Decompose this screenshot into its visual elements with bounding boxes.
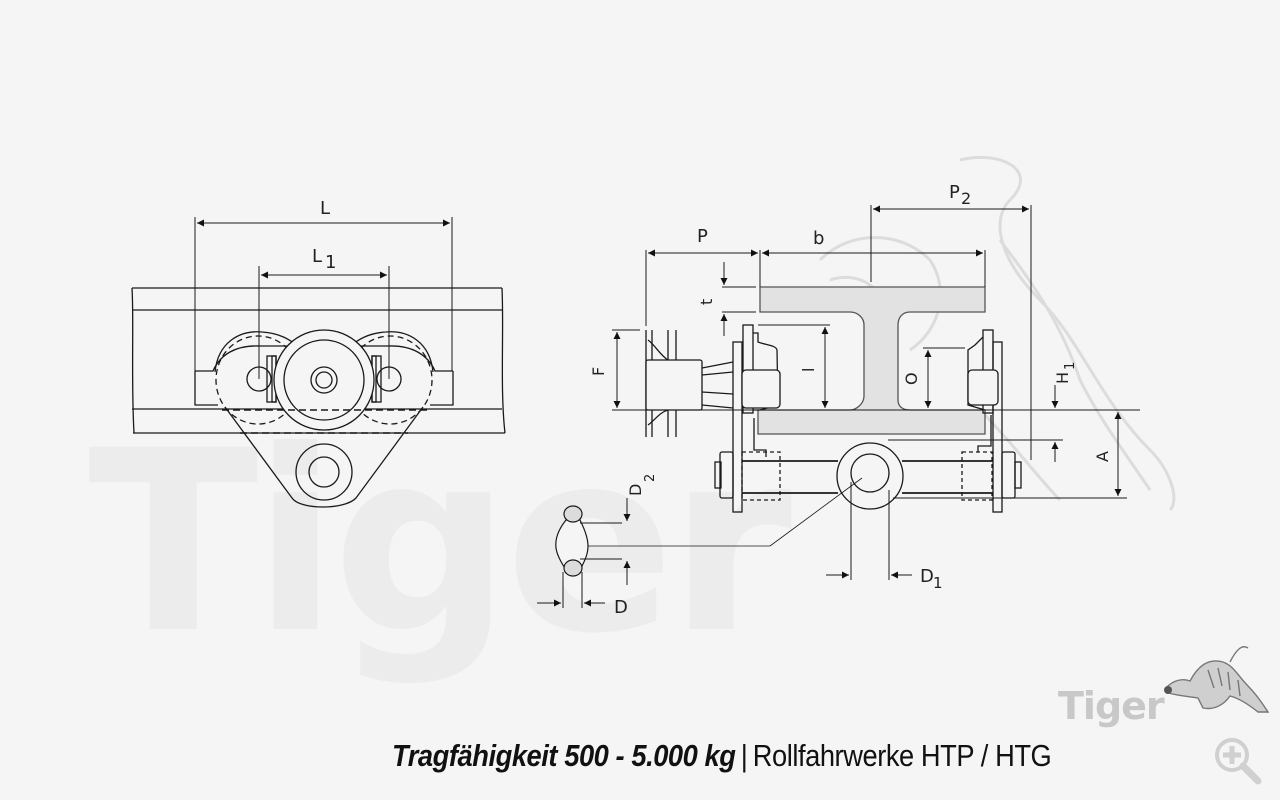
label-D: D bbox=[614, 597, 628, 618]
zoom-in-icon bbox=[1215, 738, 1262, 785]
tiger-watermark-icon bbox=[818, 155, 1176, 512]
caption: Tragfähigkeit 500 - 5.000 kg|Rollfahrwer… bbox=[392, 738, 1052, 774]
label-P2-sub: 2 bbox=[961, 189, 971, 208]
label-D2: D bbox=[626, 484, 645, 496]
label-t: t bbox=[697, 299, 716, 305]
label-D1-sub: 1 bbox=[933, 574, 943, 592]
cross-section-detail bbox=[537, 498, 631, 608]
label-l: l bbox=[799, 368, 818, 372]
label-L1: L bbox=[312, 246, 322, 267]
caption-separator: | bbox=[740, 738, 748, 773]
caption-product: Rollfahrwerke HTP / HTG bbox=[752, 738, 1052, 773]
front-view bbox=[572, 205, 1140, 580]
label-O: O bbox=[902, 372, 921, 385]
caption-capacity: Tragfähigkeit 500 - 5.000 kg bbox=[392, 738, 736, 773]
label-D1: D bbox=[920, 566, 934, 587]
tiger-logo: Tiger bbox=[1058, 636, 1278, 736]
label-P: P bbox=[697, 226, 708, 247]
label-b: b bbox=[813, 228, 824, 249]
label-D2-sub: 2 bbox=[643, 474, 658, 482]
logo-text: Tiger bbox=[1058, 684, 1165, 728]
label-L: L bbox=[320, 198, 330, 219]
label-A: A bbox=[1093, 451, 1112, 462]
label-H1-sub: 1 bbox=[1063, 362, 1078, 370]
watermark-tiger-text: Tiger bbox=[88, 397, 792, 688]
label-P2: P bbox=[949, 182, 960, 203]
side-view bbox=[131, 217, 506, 508]
label-L1-sub: 1 bbox=[325, 252, 336, 273]
tiger-icon bbox=[1164, 646, 1270, 713]
zoom-in-button[interactable] bbox=[1212, 735, 1264, 787]
label-F: F bbox=[589, 367, 608, 376]
i-beam bbox=[757, 286, 986, 435]
label-H1: H bbox=[1053, 372, 1072, 384]
